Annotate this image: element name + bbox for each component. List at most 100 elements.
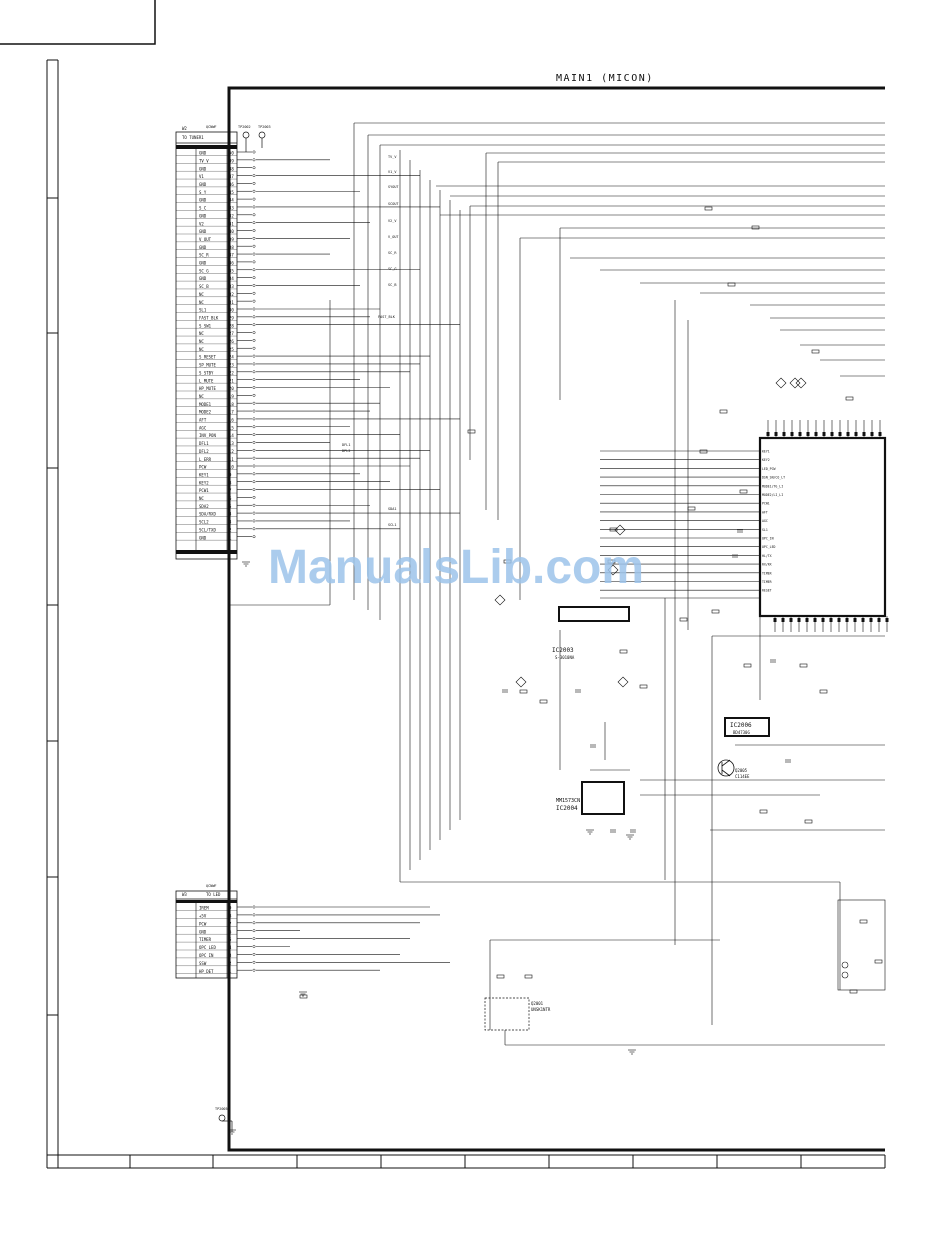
led-pin-name: PCW	[199, 921, 207, 926]
tuner-pin-name: DFL2	[199, 449, 209, 454]
tuner-pin-num: 19	[229, 394, 234, 399]
tp-bottom-label: TP2005	[215, 1107, 228, 1111]
tuner-pin-num: 45	[229, 190, 234, 195]
tuner-pin-name: GND	[199, 213, 207, 218]
net-label: SDA1	[388, 507, 396, 511]
tuner-pin-name: NC	[199, 292, 204, 297]
led-pin-name: TIMER	[199, 937, 212, 942]
tuner-pin-name: PCW1	[199, 488, 209, 493]
microcontroller-ic: KEY1KEY2LED_PCWDSN_SN/CO_LTMODE1/TG_LIMO…	[758, 432, 889, 622]
tuner-pin-num: 37	[229, 253, 234, 258]
led-pin-num: 6	[229, 929, 232, 934]
tuner-pin-name: SC_G	[199, 268, 209, 273]
q2001-part: UNSK1NTR	[531, 1007, 551, 1012]
led-pin-name: SSW	[199, 961, 207, 966]
tuner-pin-num: 47	[229, 174, 234, 179]
tuner-pin-name: S_SW1	[199, 323, 212, 328]
net-label: SCL1	[388, 523, 396, 527]
tuner-pin-name: KEY1	[199, 472, 209, 477]
tuner-pin-name: GND	[199, 276, 207, 281]
title-block-corner	[0, 0, 156, 45]
ic2003: IC2003 S-3010NA	[552, 606, 630, 660]
net-label: V1_V	[388, 170, 397, 174]
tuner-pin-num: 21	[229, 378, 234, 383]
net-label: SC_G	[388, 267, 396, 271]
tuner-pin-name: MODE1	[199, 402, 212, 407]
tuner-pin-name: SL1	[199, 308, 207, 313]
led-pin-name: +5V	[199, 914, 207, 919]
tuner-pin-name: GND	[199, 151, 207, 156]
tuner-pin-name: AFT	[199, 418, 207, 423]
led-pin-num: 3	[229, 953, 232, 958]
tuner-pin-num: 11	[229, 457, 234, 462]
tuner-pin-name: PCW	[199, 465, 207, 470]
led-pin-num: 2	[229, 961, 232, 966]
net-label: DFL1	[342, 443, 350, 447]
tuner-pin-num: 41	[229, 221, 234, 226]
tuner-pin-num: 1	[229, 535, 232, 540]
net-label: TV_V	[388, 155, 397, 159]
tuner-pin-name: GND	[199, 198, 207, 203]
tuner-pin-num: 30	[229, 308, 234, 313]
net-label: SC_B	[388, 283, 396, 287]
tuner-pin-num: 38	[229, 245, 234, 250]
micon-pin-label: LED_PCW	[762, 467, 776, 471]
tuner-pin-name: KEY2	[199, 480, 209, 485]
tuner-pin-num: 46	[229, 182, 234, 187]
q2001-transistor: Q2001 UNSK1NTR	[484, 997, 551, 1031]
ic2006-part: BD4730G	[733, 730, 750, 735]
tuner-pin-num: 49	[229, 158, 234, 163]
tuner-pin-num: 34	[229, 276, 234, 281]
net-label: SYOUT	[388, 185, 399, 189]
tuner-pin-name: AGC	[199, 425, 207, 430]
led-pin-num: 1	[229, 969, 232, 974]
tuner-pin-name: DFL1	[199, 441, 209, 446]
tuner-pin-name: GND	[199, 229, 207, 234]
ic2003-part: S-3010NA	[555, 655, 575, 660]
led-pin-name: IREM	[199, 906, 209, 911]
tuner-pin-name: GND	[199, 245, 207, 250]
tuner-pin-num: 16	[229, 418, 234, 423]
ic2004-ref: IC2004	[556, 805, 578, 812]
tuner-pin-name: SCL/TXD	[199, 527, 216, 532]
net-label: FAST_BLK	[378, 315, 396, 319]
micon-pin-label: OPC_IN	[762, 537, 774, 541]
tuner-pin-num: 40	[229, 229, 234, 234]
tuner-pin-num: 10	[229, 465, 234, 470]
tp-top2-label: TP2003	[258, 125, 271, 129]
tuner-conn-to: TO TUNER1	[182, 135, 204, 140]
ic2004-part: MM1573CN	[556, 798, 580, 804]
test-points: TP2002 TP2003 TP2005	[215, 125, 271, 1132]
tuner-pin-name: SP_MUTE	[199, 363, 216, 368]
zone-markers	[47, 197, 802, 1168]
tuner-pin-name: GND	[199, 535, 207, 540]
tuner-pin-num: 27	[229, 331, 234, 336]
net-label: V_OUT	[388, 235, 399, 239]
ic2006-ref: IC2006	[730, 722, 752, 729]
q2001-ref: Q2001	[531, 1001, 544, 1006]
q2005-transistor: Q2005 C114EE	[717, 759, 750, 779]
led-pin-num: 9	[229, 906, 232, 911]
tuner-pin-num: 17	[229, 410, 234, 415]
tuner-pin-name: V1	[199, 174, 204, 179]
tuner-pin-num: 23	[229, 363, 234, 368]
micon-pin-label: RX/RX	[762, 563, 772, 567]
led-conn-part: QCNWF	[206, 884, 217, 888]
tuner-pin-num: 13	[229, 441, 234, 446]
led-pin-num: 8	[229, 914, 232, 919]
tuner-pin-num: 9	[229, 472, 232, 477]
tuner-pin-num: 20	[229, 386, 234, 391]
led-conn-to: TO LED	[206, 892, 221, 897]
tuner-pin-num: 7	[229, 488, 232, 493]
tuner-pin-num: 15	[229, 425, 234, 430]
tuner-pin-num: 50	[229, 151, 234, 156]
tuner-pin-num: 24	[229, 355, 234, 360]
led-pin-num: 4	[229, 945, 232, 950]
tuner-pin-num: 43	[229, 206, 234, 211]
tuner-pin-num: 4	[229, 512, 232, 517]
tuner-pin-num: 12	[229, 449, 234, 454]
sheet-frame	[46, 59, 886, 1169]
tuner-pin-name: HP_MUTE	[199, 386, 216, 391]
micon-pin-label: OPC_LED	[762, 545, 776, 549]
